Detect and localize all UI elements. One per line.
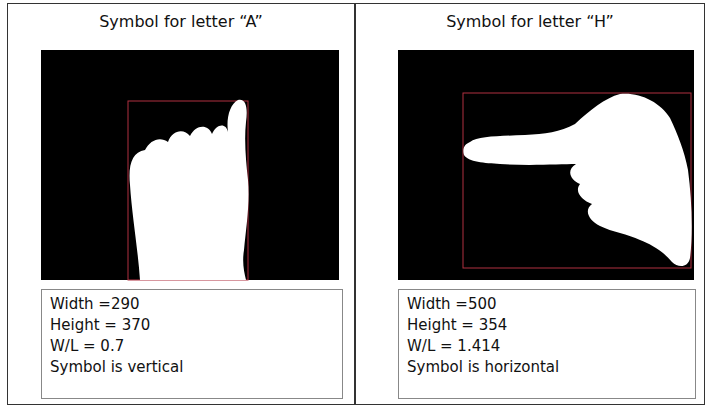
measurement-line: W/L = 0.7: [50, 336, 334, 357]
image-background: [398, 50, 694, 280]
panel-title: Symbol for letter “A”: [8, 12, 354, 31]
hand-silhouette-h: [463, 94, 691, 266]
panel: Symbol for letter “A” Width =290Height = …: [7, 3, 355, 405]
bounding-box: [463, 93, 691, 268]
panel-title: Symbol for letter “H”: [356, 12, 704, 31]
measurement-line: Height = 370: [50, 315, 334, 336]
measurement-line: Width =290: [50, 294, 334, 315]
panel: Symbol for letter “H” Width =500Height = …: [355, 3, 705, 405]
image-background: [41, 50, 339, 280]
hand-silhouette-a: [130, 100, 249, 280]
measurement-line: Symbol is vertical: [50, 357, 334, 378]
info-box: Width =500Height = 354W/L = 1.414Symbol …: [398, 289, 696, 399]
measurement-line: Height = 354: [407, 315, 687, 336]
info-box: Width =290Height = 370W/L = 0.7Symbol is…: [41, 289, 343, 399]
measurement-line: Symbol is horizontal: [407, 357, 687, 378]
measurement-line: W/L = 1.414: [407, 336, 687, 357]
measurement-line: Width =500: [407, 294, 687, 315]
